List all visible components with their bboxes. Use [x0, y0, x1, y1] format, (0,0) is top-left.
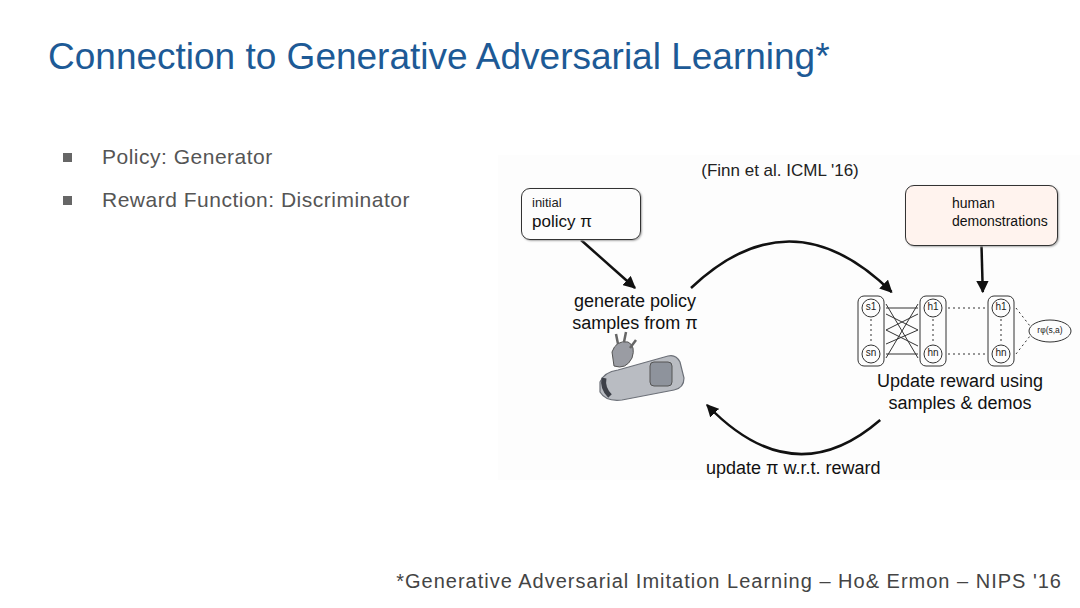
input-label: sn — [861, 347, 881, 358]
hidden-label: h1 — [991, 301, 1011, 312]
input-label: s1 — [861, 301, 881, 312]
node-text: initial — [532, 195, 630, 211]
figure-ground — [498, 155, 1080, 480]
reward-network-step: Update reward using samples & demos — [846, 292, 1074, 420]
flow-arrow — [982, 246, 983, 292]
hidden-label: hn — [991, 347, 1011, 358]
flow-arrow — [691, 241, 892, 292]
bullet-marker — [63, 196, 72, 205]
sample-step: generate policy samples from π — [555, 288, 715, 405]
bullet-marker — [63, 153, 72, 162]
flow-arrow — [707, 405, 880, 454]
node-text: Update reward using samples & demos — [848, 370, 1072, 414]
slide-title: Connection to Generative Adversarial Lea… — [48, 36, 830, 78]
footnote-caption: *Generative Adversarial Imitation Learni… — [396, 570, 1062, 593]
edge-label: update π w.r.t. reward — [703, 458, 884, 479]
policy-box: initialpolicy π — [521, 188, 641, 240]
demonstrations-box: human demonstrations — [905, 185, 1058, 246]
citation-label: (Finn et al. ICML '16) — [700, 160, 860, 181]
flow-arrow — [581, 240, 635, 288]
bullet-text: Reward Function: Discriminator — [102, 188, 410, 212]
node-text: generate policy samples from π — [559, 290, 711, 334]
node-text: policy π — [532, 211, 630, 232]
reward-output-label: rφ(s,a) — [1030, 325, 1070, 335]
hidden-label: h1 — [923, 301, 943, 312]
hidden-label: hn — [923, 347, 943, 358]
robot-arm — [600, 332, 684, 400]
bullet-text: Policy: Generator — [102, 145, 273, 169]
reward-network — [858, 296, 1071, 366]
node-text: human demonstrations — [952, 194, 1051, 230]
